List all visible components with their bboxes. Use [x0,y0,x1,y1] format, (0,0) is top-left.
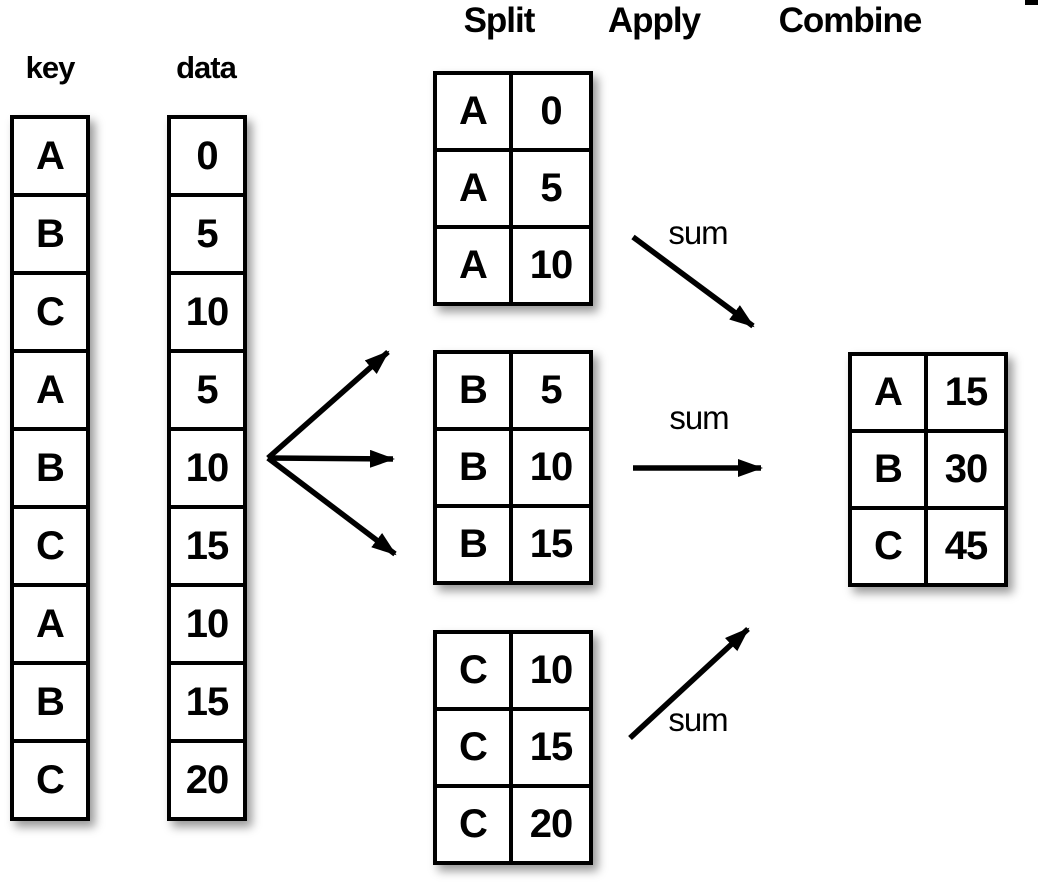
apply-phase-header: Apply [607,1,701,40]
data-cell: 15 [171,505,243,583]
sum-label-group-a: sum [668,214,728,251]
split-arrow-to-group-b [267,449,395,468]
group-c-value-cell: 20 [513,784,589,861]
key-column-label: key [25,50,76,85]
sum-label-group-b: sum [669,399,729,436]
key-cell: C [14,271,86,349]
split-arrow-to-group-c [266,455,397,557]
group-a-value-cell: 10 [513,225,589,302]
crop-artifact-mark [1025,0,1038,5]
key-cell: C [14,505,86,583]
group-a-key-cell: A [437,75,513,148]
key-cell: A [36,133,65,178]
key-cell: B [14,193,86,271]
data-cell: 5 [171,349,243,427]
data-cell: 10 [171,271,243,349]
group-c-value-cell: 10 [529,648,574,692]
data-cell: 10 [171,583,243,661]
data-cell: 15 [171,661,243,739]
data-column-table: 0 5 10 5 10 15 10 15 20 [167,115,247,821]
split-arrow-to-group-a [266,349,390,461]
key-cell: A [14,583,86,661]
combine-result-table: A 15 B 30 C 45 [848,352,1008,587]
group-c-key-cell: C [437,784,513,861]
split-group-a-table: A 0 A 5 A 10 [433,71,593,306]
group-c-value-cell: 15 [513,707,589,784]
split-group-c-table: C 10 C 15 C 20 [433,630,593,865]
combine-key-cell: A [852,356,928,429]
group-a-key-cell: A [437,225,513,302]
group-b-key-cell: B [437,354,513,427]
split-phase-header: Split [463,1,536,40]
data-cell: 0 [196,133,218,178]
combine-value-cell: 45 [928,506,1004,583]
data-cell: 10 [171,427,243,505]
key-cell: C [14,739,86,817]
group-b-key-cell: B [437,427,513,504]
combine-value-cell: 30 [928,429,1004,506]
group-c-key-cell: C [437,707,513,784]
combine-phase-header: Combine [778,1,923,40]
group-b-value-cell: 10 [513,427,589,504]
group-a-value-cell: 0 [540,89,562,133]
key-column-table: A B C A B C A B C [10,115,90,821]
split-group-b-table: B 5 B 10 B 15 [433,350,593,585]
combine-key-cell: C [852,506,928,583]
key-cell: B [14,427,86,505]
group-a-key-cell: A [437,148,513,225]
data-column-label: data [176,50,237,85]
group-a-value-cell: 5 [513,148,589,225]
data-cell: 5 [171,193,243,271]
combine-value-cell: 15 [944,370,989,414]
group-b-value-cell: 5 [540,368,562,412]
key-cell: B [14,661,86,739]
group-c-key-cell: C [437,634,513,707]
group-b-key-cell: B [437,504,513,581]
combine-key-cell: B [852,429,928,506]
key-cell: A [14,349,86,427]
group-b-value-cell: 15 [513,504,589,581]
data-cell: 20 [171,739,243,817]
sum-label-group-c: sum [668,701,728,738]
